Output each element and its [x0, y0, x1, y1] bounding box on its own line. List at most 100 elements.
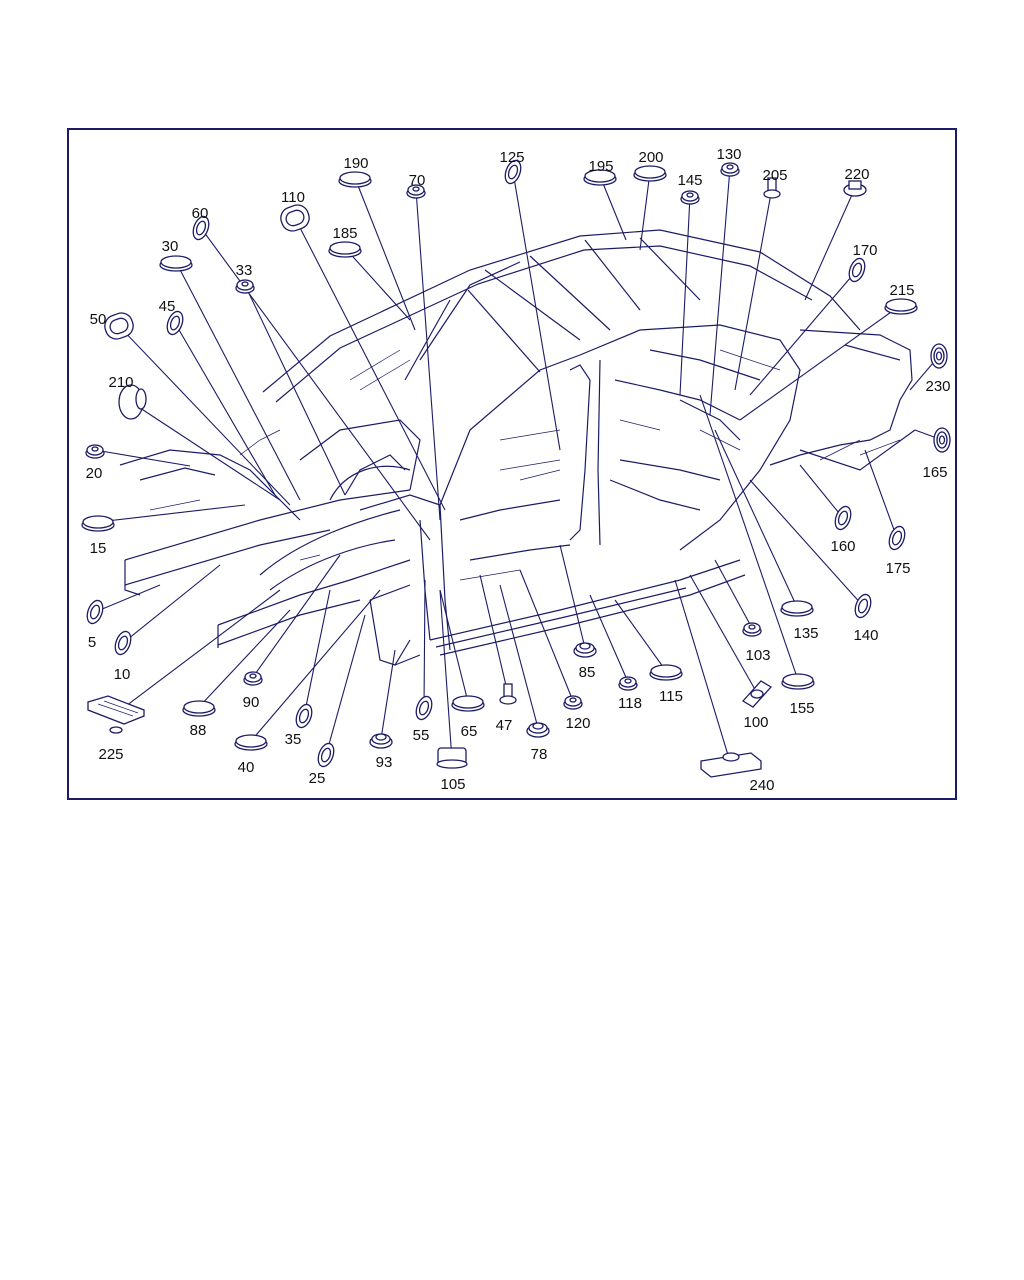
part-label-85: 85	[579, 664, 596, 681]
part-label-5: 5	[88, 634, 96, 651]
leader-line-85	[559, 544, 586, 649]
part-label-125: 125	[499, 149, 524, 166]
part-label-40: 40	[238, 759, 255, 776]
part-icon-155	[781, 673, 815, 690]
part-icon-200	[633, 165, 667, 182]
part-icon-115	[649, 664, 683, 681]
leader-line-55	[423, 579, 426, 709]
part-label-118: 118	[618, 695, 642, 712]
leader-line-210	[130, 401, 281, 501]
leader-line-240	[674, 579, 732, 766]
part-icon-15	[81, 515, 115, 532]
leader-line-50	[118, 325, 291, 506]
leader-line-125	[512, 171, 561, 451]
leader-line-90	[252, 554, 341, 678]
part-label-165: 165	[922, 464, 947, 481]
part-label-30: 30	[162, 238, 179, 255]
leader-line-120	[519, 569, 574, 702]
part-icon-33	[235, 279, 255, 294]
part-icon-65	[451, 695, 485, 712]
leader-line-47	[479, 574, 509, 695]
part-icon-215	[884, 298, 918, 315]
leader-line-215	[739, 304, 902, 421]
part-label-110: 110	[281, 189, 305, 206]
leader-line-175	[864, 449, 898, 539]
leader-line-160	[799, 464, 844, 519]
part-icon-145	[680, 190, 700, 205]
part-label-220: 220	[844, 166, 869, 183]
part-label-155: 155	[789, 700, 814, 717]
part-icon-140	[854, 593, 872, 619]
part-label-120: 120	[565, 715, 590, 732]
part-icon-78	[526, 722, 550, 738]
part-label-105: 105	[440, 776, 465, 793]
part-icon-88	[182, 700, 216, 717]
leader-line-100	[689, 574, 758, 694]
car-body-shell	[119, 229, 916, 666]
part-label-60: 60	[192, 205, 209, 222]
part-label-45: 45	[159, 298, 176, 315]
leader-line-70	[415, 189, 441, 521]
part-icon-103	[742, 622, 762, 637]
part-label-33: 33	[236, 262, 253, 279]
leader-line-205	[734, 187, 773, 391]
part-icon-175	[888, 525, 906, 551]
part-icon-170	[848, 257, 866, 283]
leader-line-25	[325, 614, 366, 756]
leader-line-115	[614, 599, 667, 672]
part-label-160: 160	[830, 538, 855, 555]
part-label-185: 185	[332, 225, 357, 242]
part-icon-110	[280, 204, 310, 232]
part-icon-47	[499, 683, 517, 705]
leader-line-78	[499, 584, 539, 729]
leader-line-140	[749, 479, 864, 607]
part-label-170: 170	[852, 242, 877, 259]
part-label-115: 115	[659, 688, 683, 705]
part-icon-225	[87, 695, 145, 734]
part-icon-240	[700, 752, 762, 778]
part-label-78: 78	[531, 746, 548, 763]
part-icon-160	[834, 505, 852, 531]
part-icon-205	[763, 177, 781, 199]
part-label-20: 20	[86, 465, 103, 482]
leader-line-130	[709, 167, 731, 416]
part-label-90: 90	[243, 694, 260, 711]
leader-line-40	[250, 589, 381, 742]
part-label-50: 50	[90, 311, 107, 328]
part-label-140: 140	[853, 627, 878, 644]
part-label-65: 65	[461, 723, 478, 740]
part-label-195: 195	[588, 158, 613, 175]
part-icon-25	[317, 742, 335, 768]
leader-line-35	[303, 589, 331, 717]
part-icon-90	[243, 671, 263, 686]
part-icon-45	[166, 310, 184, 336]
part-label-210: 210	[108, 374, 133, 391]
leader-line-170	[749, 269, 858, 396]
part-icon-135	[780, 600, 814, 617]
leader-line-88	[198, 609, 291, 708]
part-icon-195	[583, 169, 617, 186]
leader-line-30	[175, 261, 301, 501]
part-icon-210	[118, 384, 147, 420]
leader-line-145	[679, 195, 691, 396]
part-icon-60	[192, 215, 210, 241]
part-label-205: 205	[762, 167, 787, 184]
part-label-15: 15	[90, 540, 107, 557]
part-label-10: 10	[114, 666, 131, 683]
part-label-190: 190	[343, 155, 368, 172]
part-label-200: 200	[638, 149, 663, 166]
leader-line-135	[714, 429, 798, 608]
part-icon-35	[295, 703, 313, 729]
leader-line-110	[294, 217, 446, 511]
part-icon-185	[328, 241, 362, 258]
part-label-175: 175	[885, 560, 910, 577]
leader-line-195	[599, 175, 627, 241]
part-icon-70	[406, 184, 426, 199]
part-icon-165	[933, 427, 951, 453]
part-icon-105	[436, 747, 468, 769]
part-label-35: 35	[285, 731, 302, 748]
leader-line-118	[589, 594, 629, 683]
part-label-25: 25	[309, 770, 326, 787]
leader-line-60	[200, 227, 431, 541]
